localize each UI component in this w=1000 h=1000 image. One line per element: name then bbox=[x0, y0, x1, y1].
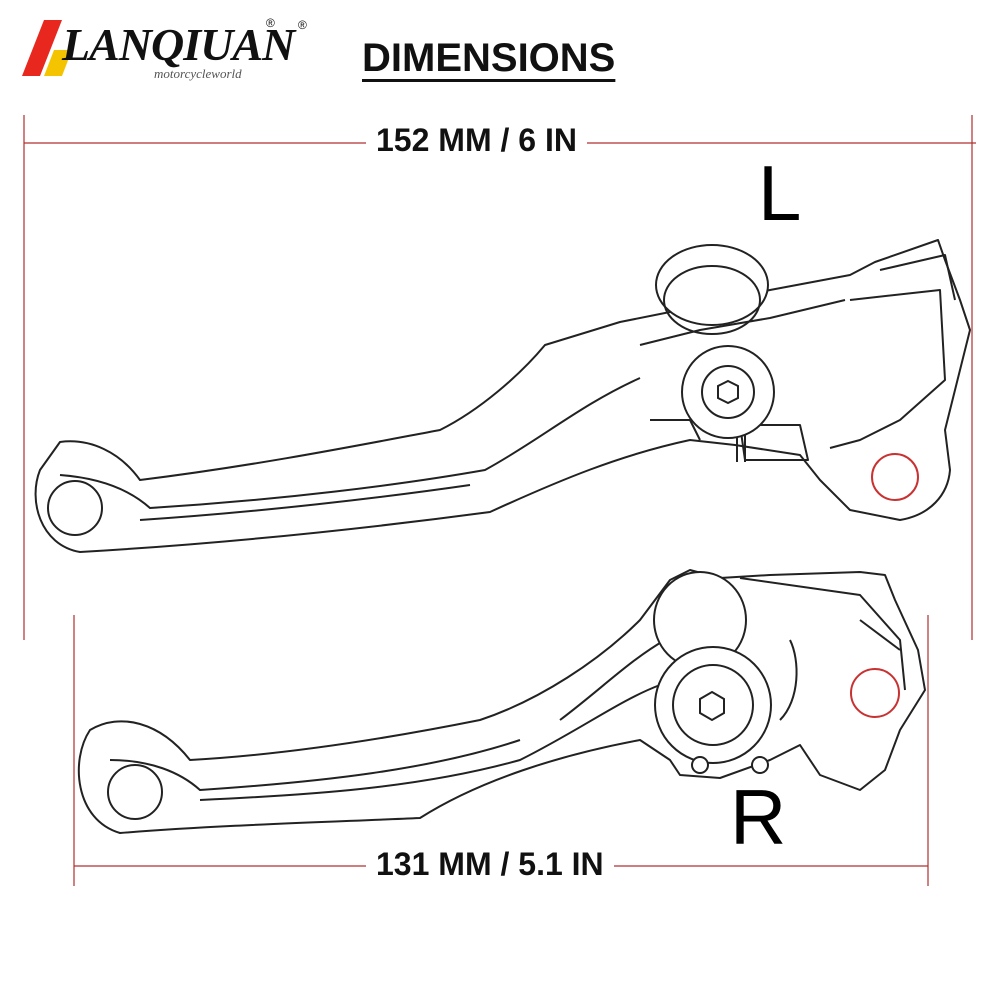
left-lever-label: L bbox=[758, 149, 802, 237]
page-title: DIMENSIONS bbox=[362, 36, 616, 80]
brand-logo: LANQIUAN motorcycleworld ® ® bbox=[14, 14, 314, 84]
logo-tagline: motorcycleworld bbox=[154, 66, 242, 81]
right-lever-holes bbox=[107, 668, 900, 820]
registered-mark-2: ® bbox=[298, 18, 307, 32]
dimension-line-left-lever bbox=[23, 115, 976, 640]
registered-mark: ® bbox=[266, 16, 275, 30]
left-lever-pivot bbox=[655, 244, 775, 439]
logo-mark-icon bbox=[22, 20, 72, 76]
left-lever-dimension-label: 152 MM / 6 IN bbox=[366, 122, 587, 159]
right-lever-dimension-label: 131 MM / 5.1 IN bbox=[366, 846, 614, 883]
logo-wordmark: LANQIUAN bbox=[62, 19, 295, 70]
left-lever-holes bbox=[47, 453, 919, 536]
right-lever-label: R bbox=[730, 773, 787, 861]
right-lever-pivot bbox=[653, 571, 772, 774]
right-lever-outline bbox=[77, 569, 926, 834]
left-lever-outline bbox=[34, 239, 971, 553]
